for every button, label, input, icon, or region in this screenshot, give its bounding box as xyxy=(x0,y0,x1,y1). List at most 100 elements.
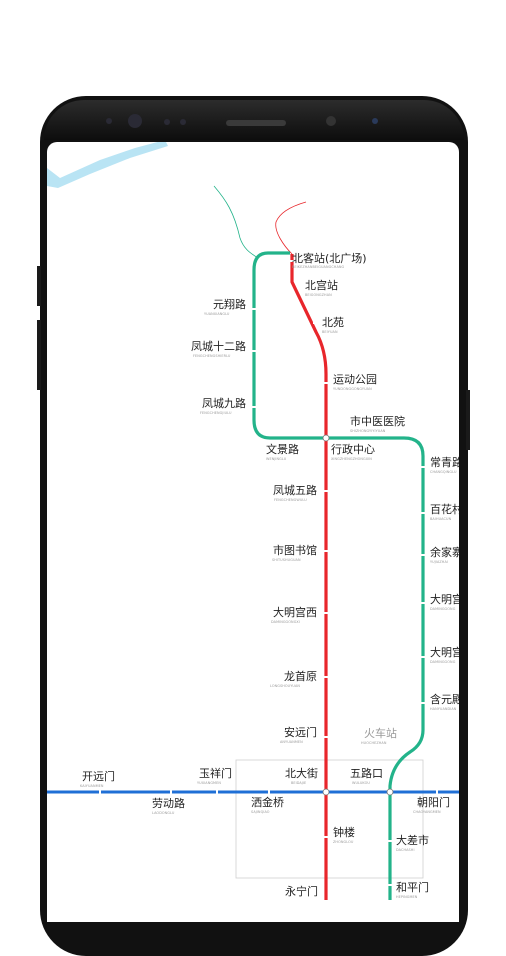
future-line-red xyxy=(275,201,307,255)
station-marker[interactable] xyxy=(323,612,329,614)
transfer-station-marker[interactable] xyxy=(386,788,394,796)
station-marker[interactable] xyxy=(170,789,172,795)
station-sublabel: DAMINGGONG xyxy=(430,607,456,611)
station-marker[interactable] xyxy=(289,260,295,262)
station-label[interactable]: 常青路 xyxy=(430,456,463,469)
station-marker[interactable] xyxy=(268,789,270,795)
station-sublabel: ZHONGLOU xyxy=(333,840,354,844)
metro-map[interactable]: 北客站(北广场) BEIKEZHANBEIGUANGCHANG 北宫站 BEIG… xyxy=(0,0,506,900)
station-label[interactable]: 劳动路 xyxy=(152,797,185,810)
station-marker[interactable] xyxy=(313,322,319,324)
station-label[interactable]: 五路口 xyxy=(350,767,383,780)
city-wall-outline xyxy=(235,759,424,879)
station-label[interactable]: 大明宫 xyxy=(430,592,463,606)
phone-front-camera xyxy=(326,116,336,126)
station-label[interactable]: 永宁门 xyxy=(285,884,318,898)
station-marker[interactable] xyxy=(323,382,329,384)
station-sublabel: LAODONGLU xyxy=(152,811,175,815)
station-label[interactable]: 洒金桥 xyxy=(251,795,284,809)
future-line-green xyxy=(213,185,259,259)
station-label[interactable]: 凤城十二路 xyxy=(191,339,246,353)
station-sublabel: YUXIANGMEN xyxy=(197,781,221,785)
station-sublabel: DACHASHI xyxy=(396,848,415,852)
station-label[interactable]: 朝阳门 xyxy=(417,795,450,809)
station-label[interactable]: 大差市 xyxy=(396,833,429,847)
station-marker[interactable] xyxy=(420,702,426,704)
station-label[interactable]: 市中医医院 xyxy=(350,414,405,428)
station-label[interactable]: 龙首原 xyxy=(284,669,317,683)
station-marker[interactable] xyxy=(323,736,329,738)
station-marker[interactable] xyxy=(298,288,304,290)
station-label[interactable]: 凤城五路 xyxy=(273,484,317,497)
phone-right-button xyxy=(466,390,470,450)
station-sublabel: FENGCHENGJIULU xyxy=(200,411,232,415)
phone-sensor xyxy=(180,119,186,125)
station-label[interactable]: 钟楼 xyxy=(333,825,355,839)
station-marker[interactable] xyxy=(387,840,393,842)
station-marker[interactable] xyxy=(323,676,329,678)
station-label[interactable]: 北大街 xyxy=(285,766,318,780)
station-marker[interactable] xyxy=(251,308,257,310)
phone-sensor xyxy=(372,118,378,124)
river xyxy=(47,142,168,188)
station-marker[interactable] xyxy=(99,789,101,795)
station-label[interactable]: 大明宫西 xyxy=(273,605,317,619)
station-marker[interactable] xyxy=(216,789,218,795)
station-sublabel: HEPINGMEN xyxy=(396,895,418,899)
station-marker[interactable] xyxy=(323,490,329,492)
station-sublabel: BEIGONGZHAN xyxy=(305,293,332,297)
station-label[interactable]: 大明宫 xyxy=(430,645,463,659)
station-sublabel: FENGCHENGSHIERLU xyxy=(193,354,231,358)
station-sublabel: CHANGQINGLU xyxy=(430,470,457,474)
station-label[interactable]: 市图书馆 xyxy=(273,543,317,557)
station-sublabel: KAIYUANMEN xyxy=(80,784,104,788)
station-label[interactable]: 火车站 xyxy=(364,726,397,740)
station-marker[interactable] xyxy=(420,602,426,604)
station-label[interactable]: 元翔路 xyxy=(213,297,246,311)
transfer-station-marker[interactable] xyxy=(322,788,330,796)
station-label[interactable]: 北宫站 xyxy=(305,278,338,292)
station-sublabel: BEIDAJIE xyxy=(291,781,306,785)
station-marker[interactable] xyxy=(420,656,426,658)
station-label[interactable]: 北客站(北广场) xyxy=(292,251,367,265)
station-sublabel: HUOCHEZHAN xyxy=(361,741,387,745)
station-label[interactable]: 安远门 xyxy=(284,725,317,739)
station-marker[interactable] xyxy=(420,554,426,556)
phone-earpiece xyxy=(226,120,286,126)
phone-left-button xyxy=(37,266,41,306)
transfer-station-marker[interactable] xyxy=(322,434,330,442)
station-marker[interactable] xyxy=(323,836,329,838)
station-marker[interactable] xyxy=(251,406,257,408)
station-sublabel: YUANXIANGLU xyxy=(204,312,230,316)
station-label[interactable]: 文景路 xyxy=(266,442,299,456)
station-label[interactable]: 开远门 xyxy=(82,769,115,783)
phone-front-camera xyxy=(128,114,142,128)
station-label[interactable]: 运动公园 xyxy=(333,373,377,386)
station-sublabel: YUJIAZHAI xyxy=(430,560,448,564)
station-label[interactable]: 百花村 xyxy=(430,502,463,516)
station-label[interactable]: 北苑 xyxy=(322,316,344,329)
station-label[interactable]: 含元殿 xyxy=(430,692,463,706)
station-label[interactable]: 玉祥门 xyxy=(199,766,232,780)
station-sublabel: LONGSHOUYUAN xyxy=(270,684,300,688)
phone-left-button-lower xyxy=(37,320,41,390)
station-sublabel: BEIYUAN xyxy=(322,330,338,334)
metro-line-green xyxy=(252,251,425,900)
station-label[interactable]: 余家寨 xyxy=(430,545,463,559)
station-marker[interactable] xyxy=(436,789,438,795)
station-sublabel: SHITUSHUGUAN xyxy=(272,558,301,562)
station-sublabel: FENGCHENGWULU xyxy=(274,498,307,502)
station-label[interactable]: 行政中心 xyxy=(331,442,375,456)
station-label[interactable]: 凤城九路 xyxy=(202,397,246,410)
phone-sensor xyxy=(164,119,170,125)
station-marker[interactable] xyxy=(323,550,329,552)
metro-line-red xyxy=(290,254,328,900)
station-marker[interactable] xyxy=(251,350,257,352)
station-marker[interactable] xyxy=(420,466,426,468)
station-sublabel: DAMINGGONGXI xyxy=(271,620,300,624)
station-marker[interactable] xyxy=(420,512,426,514)
station-marker[interactable] xyxy=(387,884,393,886)
station-sublabel: BAIHUACUN xyxy=(430,517,452,521)
station-label[interactable]: 和平门 xyxy=(396,880,429,894)
station-sublabel: BEIKEZHANBEIGUANGCHANG xyxy=(292,265,344,269)
